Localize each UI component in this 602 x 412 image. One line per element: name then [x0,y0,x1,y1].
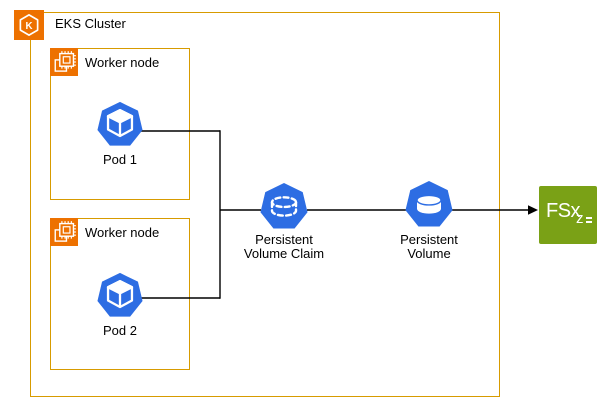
persistent-volume-claim-icon [260,182,308,229]
eks-cluster-container [30,12,500,397]
arrowhead-fsx [528,205,538,215]
worker-node-2-label: Worker node [85,225,160,240]
pod-2-label: Pod 2 [103,323,137,338]
pvc-label-line2: Volume Claim [243,246,325,261]
eks-cluster-label: EKS Cluster [55,16,126,31]
pv-label: Persistent Volume [384,233,474,261]
pv-label-line1: Persistent [400,232,458,247]
fsx-equals-bar [586,221,592,223]
fsx-openzfs-icon: FSx z [539,186,597,244]
worker-node-1-label: Worker node [85,55,160,70]
ec2-instance-icon [50,48,78,76]
persistent-volume-icon [405,180,453,227]
fsx-equals-bar [586,217,592,219]
pod-icon [97,272,143,317]
worker-node-1-container [50,48,190,200]
pv-label-line2: Volume [407,246,451,261]
fsx-subscript-z: z [576,210,584,227]
ec2-instance-icon [50,218,78,246]
pod-1-label: Pod 1 [103,152,137,167]
pvc-label-line1: Persistent [255,232,313,247]
svg-text:K: K [25,21,32,32]
fsx-label: FSx [546,200,581,222]
eks-cluster-icon: K [14,10,44,40]
pod-icon [97,101,143,146]
worker-node-2-container [50,218,190,370]
pvc-label: Persistent Volume Claim [239,233,329,261]
